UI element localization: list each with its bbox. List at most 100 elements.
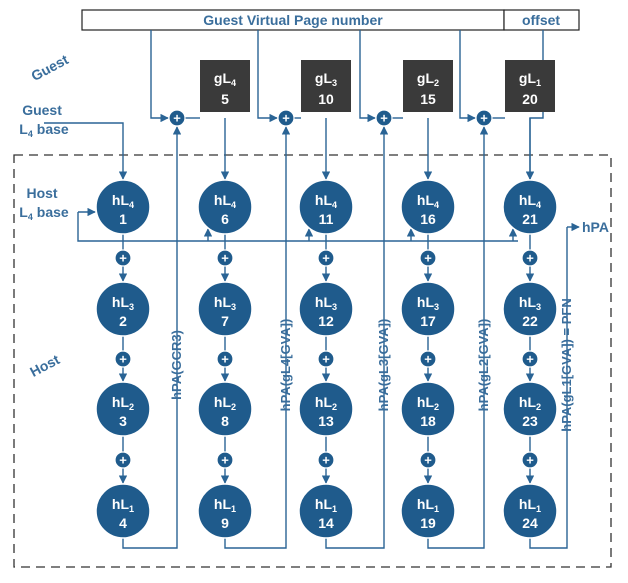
host-node-label-23: hL2 [519, 394, 541, 412]
vpn-label: Guest Virtual Page number [203, 12, 383, 28]
host-node-8 [197, 381, 253, 437]
host-node-7 [197, 281, 253, 337]
host-region [13, 154, 612, 568]
host-node-step-9: 9 [221, 515, 229, 531]
host-node-step-11: 11 [319, 211, 334, 227]
node-layer: hPA(GCR3) hPA(gL4[GVA]) hPA(gL3[GVA]) hPA(g… [95, 60, 574, 539]
hpa-return-line-4 [427, 126, 489, 549]
host-adder-5-3-sign: + [526, 453, 534, 468]
host-adder-3-2 [317, 350, 335, 368]
host-section-label: Host [27, 351, 62, 380]
guest-base-label: Guest L4 base [19, 102, 69, 139]
host-adder-1-2 [114, 350, 132, 368]
hpa-output-label: hPA [582, 219, 609, 235]
host-adder-5-2-sign: + [526, 352, 534, 367]
host-adder-4-2-sign: + [424, 352, 432, 367]
host-node-label-9: hL1 [214, 496, 236, 514]
guest-page-table-box-4 [505, 60, 555, 112]
host-node-6 [197, 179, 253, 235]
host-node-17 [400, 281, 456, 337]
guest-page-table-box-2 [301, 60, 351, 112]
host-node-label-7: hL3 [214, 294, 236, 312]
host-node-label-19: hL1 [417, 496, 439, 514]
vpn-index-line-2 [257, 30, 278, 123]
guest-adder-2 [277, 109, 295, 127]
host-node-step-12: 12 [318, 313, 334, 329]
vpn-index-line-3 [359, 30, 376, 123]
guest-section-label: Guest [28, 51, 71, 84]
host-adder-4-1 [419, 249, 437, 267]
host-node-label-1: hL4 [112, 192, 135, 210]
vpn-index-line-1 [150, 30, 169, 123]
host-node-step-22: 22 [522, 313, 538, 329]
host-node-label-24: hL1 [519, 496, 541, 514]
host-node-label-14: hL1 [315, 496, 337, 514]
host-node-step-14: 14 [318, 515, 334, 531]
host-node-11 [298, 179, 354, 235]
host-node-step-7: 7 [221, 313, 229, 329]
host-node-label-16: hL4 [417, 192, 440, 210]
host-node-step-18: 18 [420, 413, 436, 429]
host-adder-1-2-sign: + [119, 352, 127, 367]
guest-adder-4 [475, 109, 493, 127]
hpa-vertical-label-5: hPA(gL1[GVA]) = PFN [559, 298, 574, 432]
guest-base-arrow [44, 122, 128, 180]
guest-box-step-4: 20 [522, 91, 538, 107]
host-adder-4-3-sign: + [424, 453, 432, 468]
host-node-label-3: hL2 [112, 394, 134, 412]
connector-lines [44, 30, 580, 549]
hpa-vertical-label-2: hPA(gL4[GVA]) [278, 319, 293, 412]
host-base-label: Host L4 base [19, 185, 69, 222]
host-node-23 [502, 381, 558, 437]
host-node-step-16: 16 [420, 211, 436, 227]
host-node-step-19: 19 [420, 515, 436, 531]
host-node-14 [298, 483, 354, 539]
host-node-label-22: hL3 [519, 294, 541, 312]
host-node-12 [298, 281, 354, 337]
host-node-2 [95, 281, 151, 337]
host-node-label-8: hL2 [214, 394, 236, 412]
host-node-step-1: 1 [119, 211, 127, 227]
host-node-24 [502, 483, 558, 539]
guest-adder-1-sign: + [173, 111, 181, 126]
hpa-vertical-label-3: hPA(gL3[GVA]) [376, 319, 391, 412]
host-adder-3-1-sign: + [322, 251, 330, 266]
host-node-label-17: hL3 [417, 294, 439, 312]
host-node-step-17: 17 [420, 313, 436, 329]
hpa-return-line-2 [224, 126, 291, 549]
hpa-vertical-label-1: hPA(GCR3) [169, 330, 184, 400]
host-node-9 [197, 483, 253, 539]
host-adder-3-3 [317, 451, 335, 469]
host-adder-3-1 [317, 249, 335, 267]
host-node-label-18: hL2 [417, 394, 439, 412]
host-node-22 [502, 281, 558, 337]
guest-box-step-3: 15 [420, 91, 436, 107]
host-adder-4-1-sign: + [424, 251, 432, 266]
host-node-label-12: hL3 [315, 294, 337, 312]
host-node-label-4: hL1 [112, 496, 134, 514]
offset-field [503, 9, 580, 31]
host-node-step-6: 6 [221, 211, 229, 227]
guest-box-label-3: gL2 [417, 70, 439, 88]
hpa-return-line-1 [122, 126, 182, 549]
host-adder-3-3-sign: + [322, 453, 330, 468]
host-adder-1-3-sign: + [119, 453, 127, 468]
host-adder-2-3-sign: + [221, 453, 229, 468]
host-node-18 [400, 381, 456, 437]
host-adder-2-3 [216, 451, 234, 469]
host-node-16 [400, 179, 456, 235]
host-node-1 [95, 179, 151, 235]
guest-page-table-box-3 [403, 60, 453, 112]
guest-adder-4-sign: + [480, 111, 488, 126]
guest-box-label-4: gL1 [519, 70, 541, 88]
hpa-return-line-5 [529, 227, 568, 549]
host-node-step-8: 8 [221, 413, 229, 429]
host-adder-5-1 [521, 249, 539, 267]
guest-page-table-box-1 [200, 60, 250, 112]
host-node-step-21: 21 [522, 211, 538, 227]
guest-box-step-2: 10 [318, 91, 334, 107]
offset-label: offset [522, 12, 560, 28]
host-node-21 [502, 179, 558, 235]
guest-box-label-1: gL4 [214, 70, 237, 88]
